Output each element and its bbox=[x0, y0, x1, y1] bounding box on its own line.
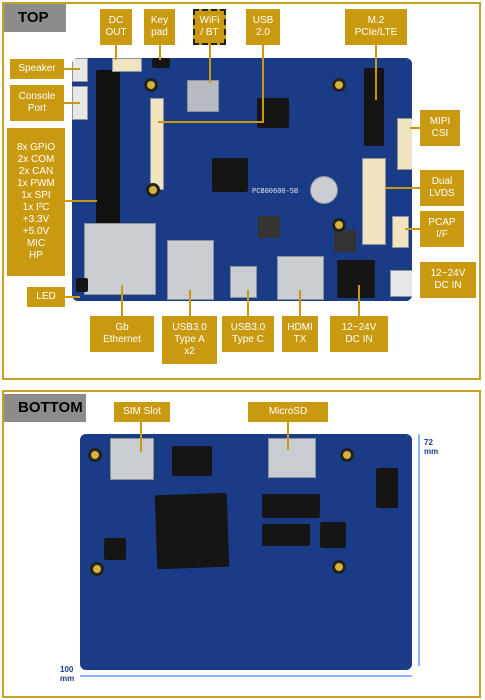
leader-led bbox=[65, 296, 80, 298]
top-header: TOP bbox=[4, 4, 66, 32]
dimension-arrow-width bbox=[80, 675, 412, 677]
label-wifi-bt: WiFi / BT bbox=[193, 9, 226, 45]
leader-keypad bbox=[159, 45, 161, 60]
leader-mipi bbox=[410, 127, 420, 129]
top-chip-2 bbox=[212, 158, 248, 192]
label-usb30-type-c: USB3.0 Type C bbox=[222, 316, 274, 352]
label-dc-in-right: 12~24V DC IN bbox=[420, 262, 476, 298]
label-dc-out: DC OUT bbox=[100, 9, 132, 45]
bottom-hole-2 bbox=[340, 448, 354, 462]
label-pcap-if: PCAP I/F bbox=[420, 211, 464, 247]
lvds-connector bbox=[362, 158, 386, 245]
bottom-header: BOTTOM bbox=[4, 394, 86, 422]
coin-battery bbox=[310, 176, 338, 204]
leader-m2 bbox=[375, 45, 377, 100]
leader-usb20-v bbox=[262, 45, 264, 123]
leader-hdmi bbox=[299, 290, 301, 316]
label-microsd: MicroSD bbox=[248, 402, 328, 422]
label-dc-in-bottom: 12~24V DC IN bbox=[330, 316, 388, 352]
bottom-hole-1 bbox=[88, 448, 102, 462]
main-soc bbox=[154, 492, 230, 570]
label-usb20: USB 2.0 bbox=[246, 9, 280, 45]
dimension-height-label: 72 mm bbox=[424, 438, 439, 456]
board-silkscreen-text: PCB00600-5B bbox=[252, 188, 299, 196]
wifi-module bbox=[187, 80, 219, 112]
label-sim-slot: SIM Slot bbox=[114, 402, 170, 422]
pcap-connector bbox=[392, 216, 409, 248]
inductor-1 bbox=[258, 216, 280, 238]
mount-hole-2 bbox=[146, 183, 160, 197]
bottom-hole-3 bbox=[90, 562, 104, 576]
flash-chip bbox=[262, 524, 310, 546]
label-hdmi-tx: HDMI TX bbox=[282, 316, 318, 352]
label-dual-lvds: Dual LVDS bbox=[420, 170, 464, 206]
leader-microsd bbox=[287, 422, 289, 450]
sim-slot bbox=[110, 438, 154, 480]
label-gb-ethernet: Gb Ethernet bbox=[90, 316, 154, 352]
leader-usba bbox=[189, 290, 191, 316]
led-component bbox=[76, 278, 88, 292]
leader-sim bbox=[140, 422, 142, 452]
label-keypad: Key pad bbox=[144, 9, 175, 45]
leader-usbc bbox=[247, 290, 249, 316]
mount-hole-1 bbox=[144, 78, 158, 92]
ethernet-jack bbox=[84, 223, 156, 295]
speaker-connector bbox=[72, 58, 88, 82]
mount-hole-3 bbox=[332, 78, 346, 92]
keypad-header bbox=[152, 58, 170, 68]
bottom-hole-4 bbox=[332, 560, 346, 574]
dimension-width-label: 100 mm bbox=[60, 665, 75, 683]
bottom-chip-2 bbox=[376, 468, 398, 508]
microsd-slot bbox=[268, 438, 316, 478]
bottom-chip-1 bbox=[104, 538, 126, 560]
leader-speaker bbox=[64, 68, 80, 70]
leader-pcap bbox=[405, 228, 420, 230]
leader-usb20-h bbox=[158, 121, 264, 123]
dc-jack-bottom bbox=[337, 260, 375, 298]
top-board: PCB00600-5B bbox=[72, 58, 412, 301]
dimension-arrow-height bbox=[418, 434, 420, 666]
dcout-header bbox=[112, 58, 142, 72]
leader-wifi bbox=[209, 45, 211, 83]
ram-chip-1 bbox=[172, 446, 212, 476]
leader-lvds bbox=[385, 187, 420, 189]
label-m2-pcie-lte: M.2 PCIe/LTE bbox=[345, 9, 407, 45]
label-console-port: Console Port bbox=[10, 85, 64, 121]
ram-chip-2 bbox=[262, 494, 320, 518]
label-usb30-type-a: USB3.0 Type A x2 bbox=[162, 316, 217, 364]
m2-slot bbox=[364, 68, 384, 146]
usbc-jack bbox=[230, 266, 257, 298]
leader-console bbox=[64, 102, 80, 104]
leader-dcin-bottom bbox=[358, 285, 360, 316]
leader-dc-out bbox=[115, 45, 117, 60]
leader-eth bbox=[121, 285, 123, 316]
usb20-header bbox=[150, 98, 164, 190]
inductor-2 bbox=[334, 230, 356, 252]
pmic-chip bbox=[320, 522, 346, 548]
leader-gpio bbox=[65, 200, 97, 202]
label-led: LED bbox=[27, 287, 65, 307]
mount-hole-4 bbox=[332, 218, 346, 232]
label-mipi-csi: MIPI CSI bbox=[420, 110, 460, 146]
label-gpio-list: 8x GPIO 2x COM 2x CAN 1x PWM 1x SPI 1x I… bbox=[7, 128, 65, 276]
bottom-board bbox=[80, 434, 412, 670]
label-speaker: Speaker bbox=[10, 59, 64, 79]
mipi-connector bbox=[397, 118, 412, 170]
dc-connector-right bbox=[390, 270, 412, 297]
